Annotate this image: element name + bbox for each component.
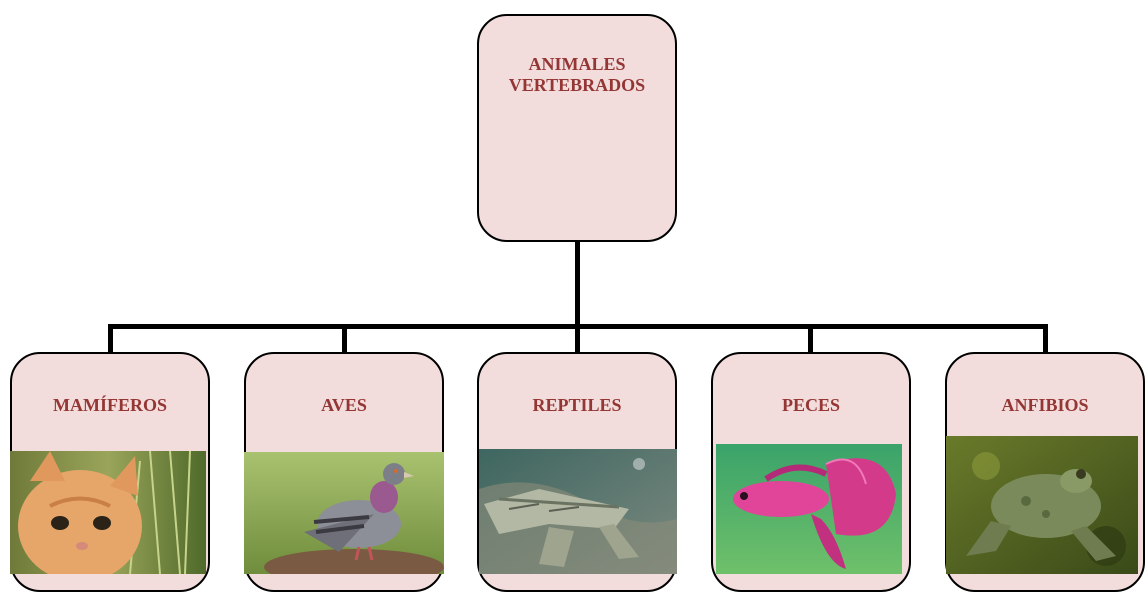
betta-fish-photo	[716, 444, 902, 574]
root-label: ANIMALES VERTEBRADOS	[479, 54, 675, 96]
node-label: MAMÍFEROS	[12, 394, 208, 416]
node-label: PECES	[713, 394, 909, 416]
connector-peces	[808, 324, 813, 354]
node-label: ANFIBIOS	[947, 394, 1143, 416]
connector-aves	[342, 324, 347, 354]
connector-anfibios	[1043, 324, 1048, 354]
connector-mamiferos	[108, 324, 113, 354]
frog-photo	[946, 436, 1138, 574]
crocodile-photo	[479, 449, 677, 574]
kitten-photo	[10, 451, 206, 574]
node-label: AVES	[246, 394, 442, 416]
pigeon-photo	[244, 452, 444, 574]
connector-reptiles	[575, 324, 580, 354]
node-label: REPTILES	[479, 394, 675, 416]
root-connector	[575, 241, 580, 327]
root-node: ANIMALES VERTEBRADOS	[477, 14, 677, 242]
